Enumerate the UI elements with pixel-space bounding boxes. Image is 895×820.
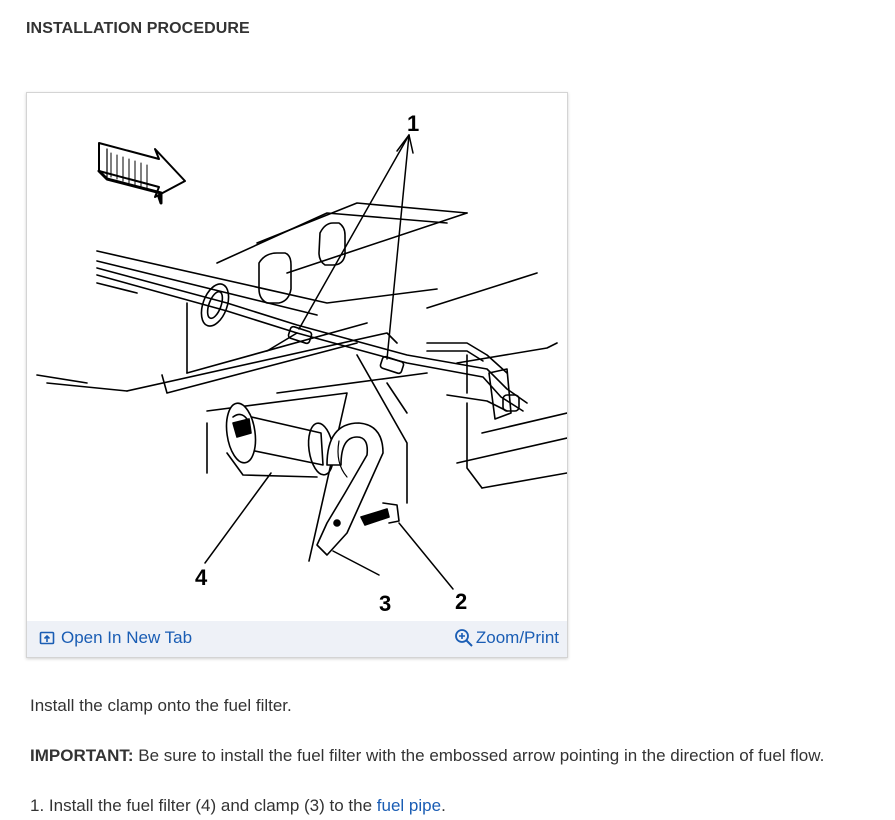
important-label: IMPORTANT: <box>30 746 134 765</box>
callout-1: 1 <box>407 111 419 136</box>
important-note: IMPORTANT: Be sure to install the fuel f… <box>30 746 824 766</box>
fuel-pipe-link[interactable]: fuel pipe <box>376 796 442 815</box>
callout-2: 2 <box>455 589 467 614</box>
step-1: 1. Install the fuel filter (4) and clamp… <box>30 796 446 816</box>
page-title: INSTALLATION PROCEDURE <box>26 20 250 37</box>
pipe-fittings <box>287 325 520 420</box>
clamp-bolt <box>360 502 400 526</box>
fuel-filter-diagram: 1 2 3 4 <box>36 111 567 616</box>
callout-4: 4 <box>195 565 208 590</box>
open-in-new-tab-button[interactable]: Open In New Tab <box>39 628 192 648</box>
zoom-print-button[interactable]: Zoom/Print <box>454 628 559 648</box>
rail-cutouts <box>258 222 346 304</box>
bracket-outline <box>206 392 348 562</box>
leader-line-1a <box>298 134 410 330</box>
fuel-pipes <box>96 267 528 412</box>
open-new-tab-icon <box>39 631 55 645</box>
magnifier-plus-icon <box>454 629 473 647</box>
important-text: Be sure to install the fuel filter with … <box>133 746 825 765</box>
fuel-filter-clamp <box>316 422 384 556</box>
zoom-print-label: Zoom/Print <box>475 628 559 647</box>
step-1-suffix: . <box>441 796 446 815</box>
flow-direction-arrow <box>97 142 186 205</box>
figure-container: 1 2 3 4 Open In New Tab Zoom/Print <box>26 92 568 658</box>
fuel-filter <box>225 402 335 478</box>
instruction-intro: Install the clamp onto the fuel filter. <box>30 696 292 715</box>
open-in-new-tab-label: Open In New Tab <box>61 628 193 647</box>
figure-toolbar: Open In New Tab Zoom/Print <box>27 621 567 657</box>
leader-line-1b <box>386 134 410 360</box>
callout-3: 3 <box>379 591 391 616</box>
step-1-prefix: 1. Install the fuel filter (4) and clamp… <box>30 796 377 815</box>
